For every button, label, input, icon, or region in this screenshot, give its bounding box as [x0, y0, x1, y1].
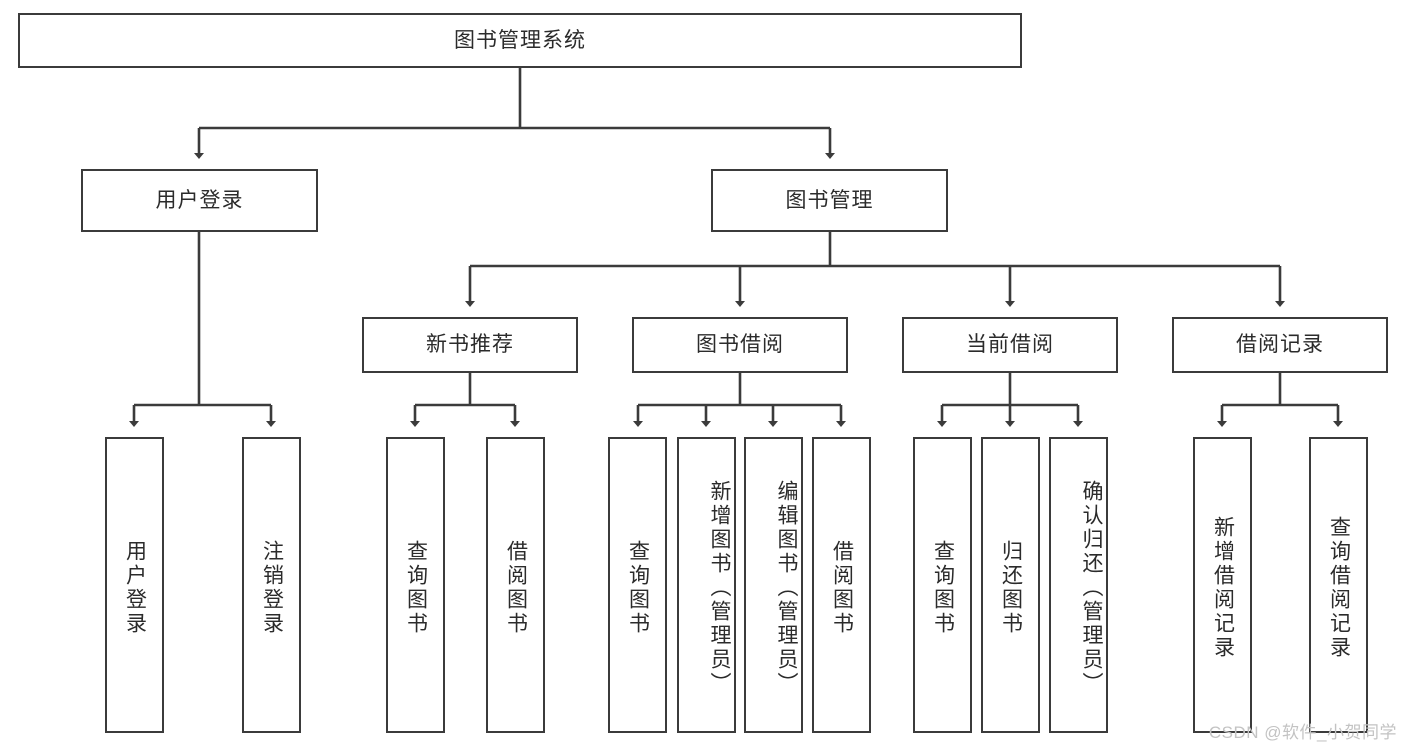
node-current-borrow[interactable]: 当前借阅	[902, 317, 1118, 373]
leaf-current-borrow-confirm[interactable]: 确认归还（管理员）	[1049, 437, 1108, 733]
watermark: CSDN @软件_小贺同学	[1208, 723, 1397, 742]
leaf-new-book-query[interactable]: 查询图书	[386, 437, 445, 733]
node-book-borrow[interactable]: 图书借阅	[632, 317, 848, 373]
leaf-user-login-signin[interactable]: 用户登录	[105, 437, 164, 733]
leaf-current-borrow-query[interactable]: 查询图书	[913, 437, 972, 733]
node-root[interactable]: 图书管理系统	[18, 13, 1022, 68]
node-user-login[interactable]: 用户登录	[81, 169, 318, 232]
leaf-current-borrow-return[interactable]: 归还图书	[981, 437, 1040, 733]
node-book-management[interactable]: 图书管理	[711, 169, 948, 232]
leaf-book-borrow-lend[interactable]: 借阅图书	[812, 437, 871, 733]
leaf-book-borrow-query[interactable]: 查询图书	[608, 437, 667, 733]
node-borrow-record[interactable]: 借阅记录	[1172, 317, 1388, 373]
leaf-new-book-borrow[interactable]: 借阅图书	[486, 437, 545, 733]
leaf-user-login-signout[interactable]: 注销登录	[242, 437, 301, 733]
leaf-book-borrow-edit[interactable]: 编辑图书（管理员）	[744, 437, 803, 733]
node-new-book-recommend[interactable]: 新书推荐	[362, 317, 578, 373]
leaf-book-borrow-add[interactable]: 新增图书（管理员）	[677, 437, 736, 733]
leaf-borrow-record-add[interactable]: 新增借阅记录	[1193, 437, 1252, 733]
leaf-borrow-record-query[interactable]: 查询借阅记录	[1309, 437, 1368, 733]
